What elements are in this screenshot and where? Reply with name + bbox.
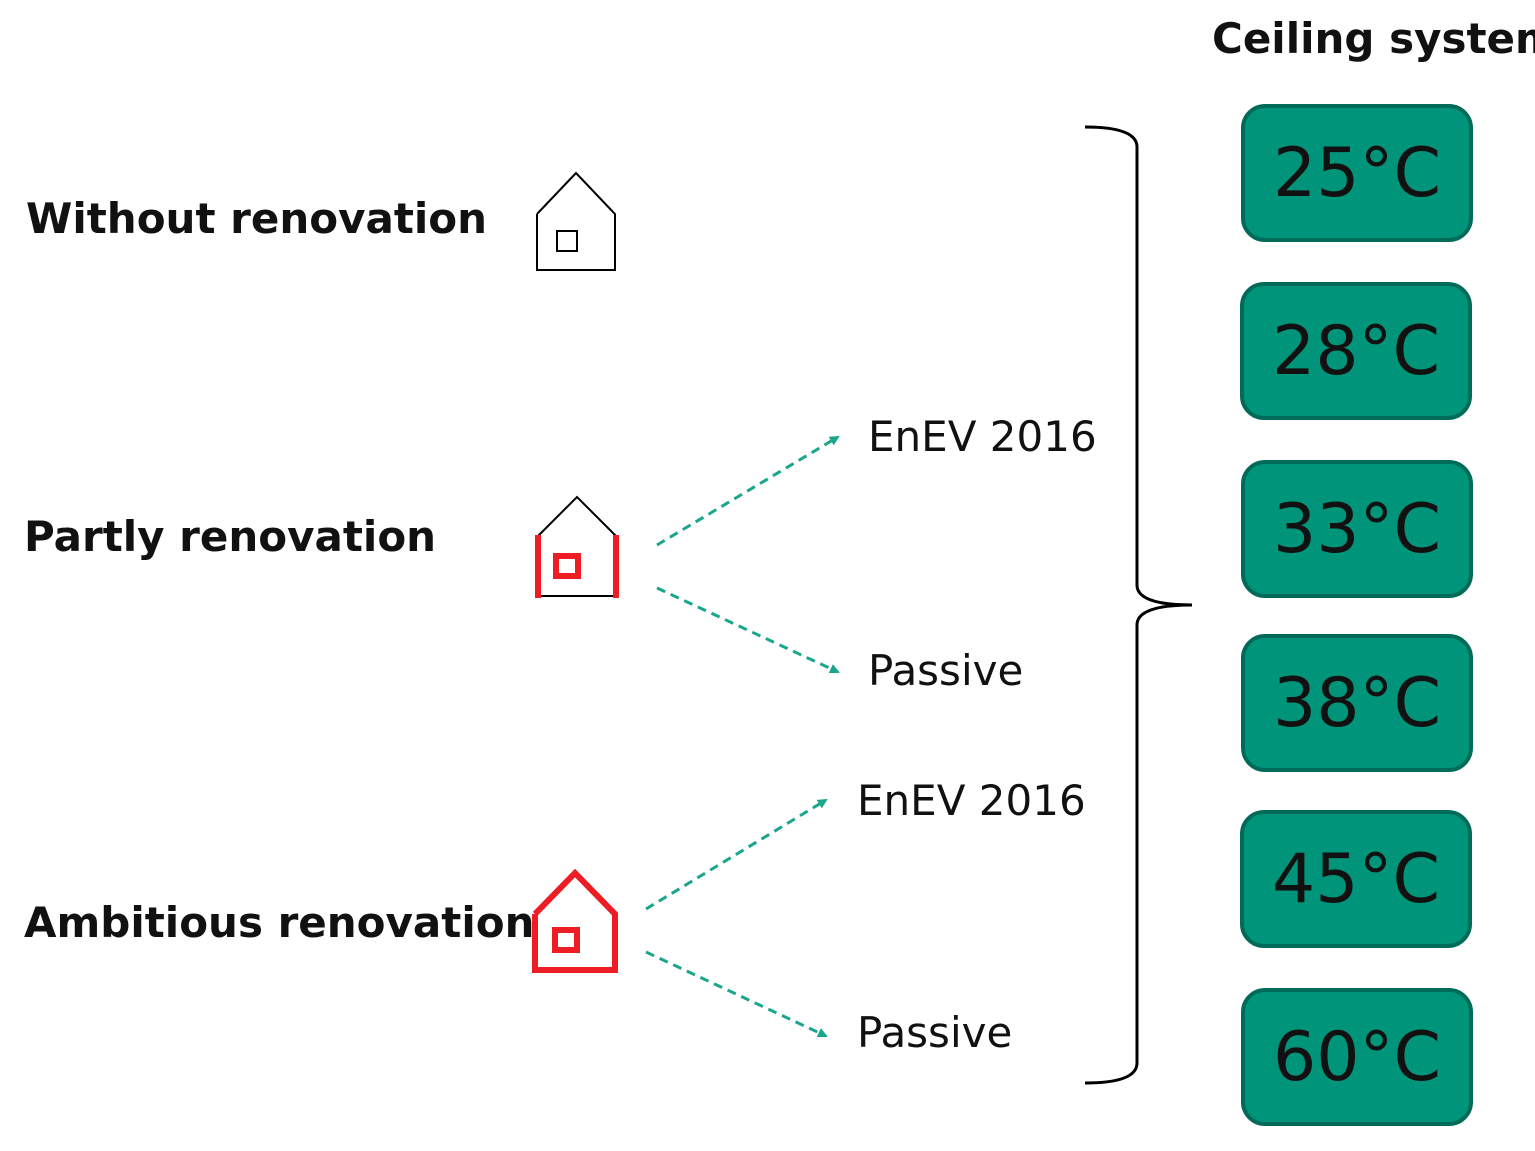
curly-brace bbox=[1084, 125, 1193, 1085]
arrow-ambitious-enev bbox=[645, 798, 828, 911]
temperature-box-38: 38°C bbox=[1241, 634, 1473, 772]
house-partial-red-icon bbox=[535, 495, 619, 598]
house-full-red-icon bbox=[532, 868, 618, 973]
arrow-partly-passive bbox=[656, 586, 840, 674]
house-plain-icon bbox=[536, 171, 616, 271]
ceiling-system-title: Ceiling system bbox=[1212, 14, 1535, 63]
row-label-ambitious-renovation: Ambitious renovation bbox=[24, 898, 535, 947]
target-label-enev-ambitious: EnEV 2016 bbox=[857, 776, 1086, 825]
temperature-box-45: 45°C bbox=[1240, 810, 1472, 948]
temperature-box-33: 33°C bbox=[1241, 460, 1473, 598]
temperature-box-25: 25°C bbox=[1241, 104, 1473, 242]
arrow-partly-enev bbox=[656, 435, 840, 547]
temperature-box-28: 28°C bbox=[1240, 282, 1472, 420]
arrow-ambitious-passive bbox=[645, 950, 828, 1038]
row-label-without-renovation: Without renovation bbox=[26, 194, 488, 243]
row-label-partly-renovation: Partly renovation bbox=[24, 512, 437, 561]
target-label-enev-partly: EnEV 2016 bbox=[868, 412, 1097, 461]
target-label-passive-ambitious: Passive bbox=[857, 1008, 1013, 1057]
temperature-box-60: 60°C bbox=[1241, 988, 1473, 1126]
target-label-passive-partly: Passive bbox=[868, 646, 1024, 695]
